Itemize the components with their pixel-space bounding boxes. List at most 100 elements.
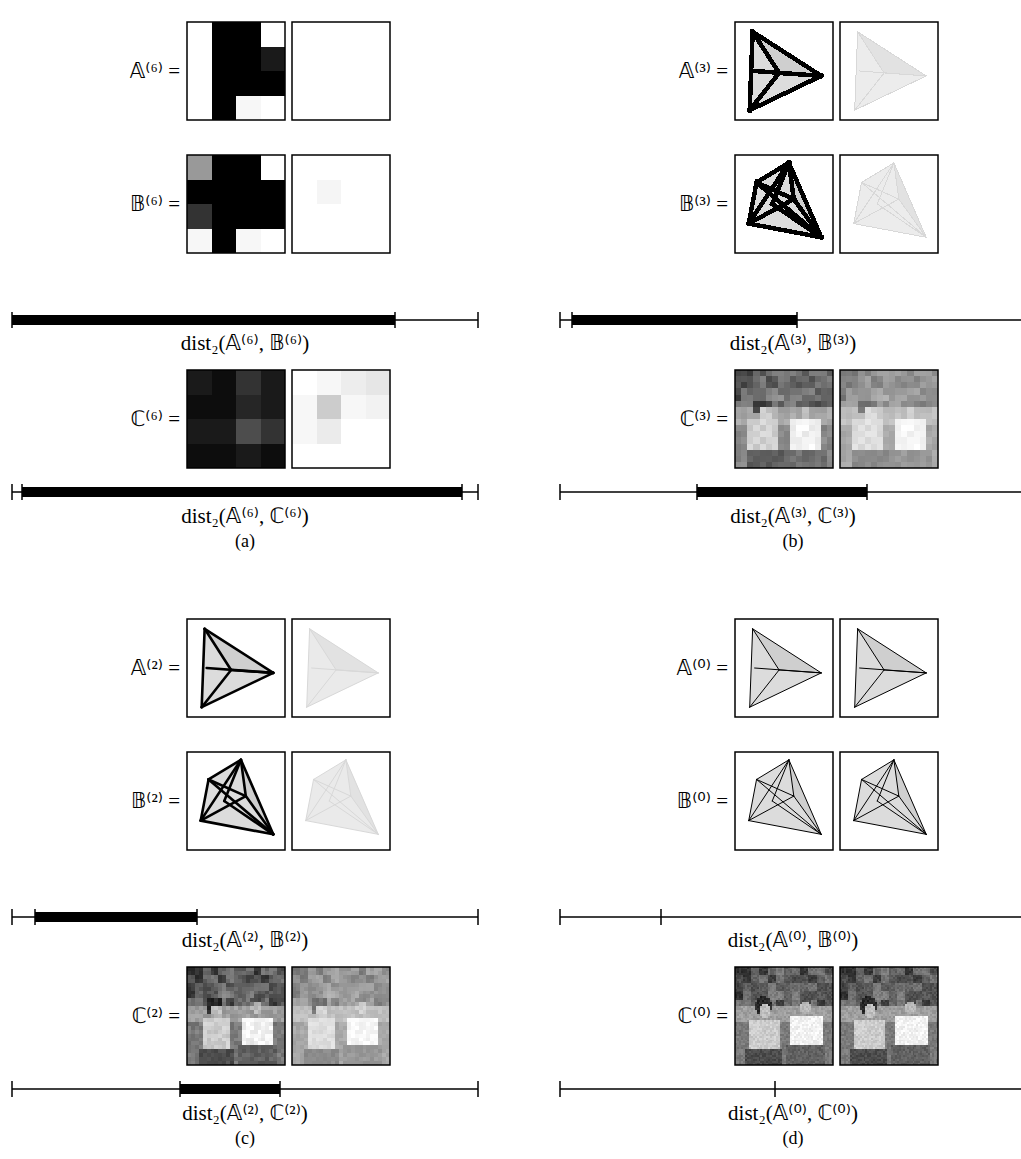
pixel [926, 407, 932, 413]
pixel [308, 1006, 312, 1010]
pixel [254, 987, 258, 991]
pixel [790, 395, 796, 401]
pixel [865, 395, 871, 401]
pixel [840, 388, 846, 394]
pixel [359, 971, 363, 975]
pixel [191, 971, 195, 975]
pixel [821, 370, 827, 376]
pixel [889, 413, 895, 419]
pixel [191, 1010, 195, 1014]
pixel [865, 401, 871, 407]
pixel [187, 155, 212, 180]
pixel [195, 1018, 199, 1022]
pixel [901, 401, 907, 407]
pixel [858, 437, 864, 443]
pixel [355, 998, 359, 1002]
pixel [865, 425, 871, 431]
bar-fill [572, 315, 797, 325]
pixel [258, 1041, 262, 1045]
pixel [865, 388, 871, 394]
pixel [258, 1053, 262, 1057]
pixel [355, 991, 359, 995]
pixel [191, 1014, 195, 1018]
pixel [319, 991, 323, 995]
pixel [374, 1049, 378, 1053]
pixel [316, 979, 320, 983]
pixel [351, 998, 355, 1002]
pixel [214, 1006, 218, 1010]
pixel [920, 419, 926, 425]
pixel [246, 971, 250, 975]
pixel [871, 444, 877, 450]
pixel [889, 376, 895, 382]
pixel [308, 1049, 312, 1053]
pixel [265, 1002, 269, 1006]
pixel [304, 1045, 308, 1049]
pixel [250, 1034, 254, 1038]
pixel [335, 1010, 339, 1014]
pixel [760, 425, 766, 431]
pixel [370, 998, 374, 1002]
pixel [889, 382, 895, 388]
pixel [907, 388, 913, 394]
pixel [308, 1057, 312, 1061]
pixel [218, 1022, 222, 1026]
pixel [920, 444, 926, 450]
pixel [250, 1038, 254, 1042]
pixel [772, 401, 778, 407]
pixel [234, 994, 238, 998]
pixel [351, 979, 355, 983]
pixel [846, 388, 852, 394]
pixel [871, 407, 877, 413]
pixel [211, 1006, 215, 1010]
pixel [920, 370, 926, 376]
pixel [312, 1057, 316, 1061]
pixel [226, 1018, 230, 1022]
pixel [366, 155, 391, 180]
pixel [796, 401, 802, 407]
pixel [778, 437, 784, 443]
pixel [273, 1041, 277, 1045]
pixel [238, 1030, 242, 1034]
pixel [914, 437, 920, 443]
pixel [316, 1026, 320, 1030]
pixel [316, 975, 320, 979]
pixel [871, 450, 877, 456]
pixel [772, 456, 778, 462]
pixel [815, 444, 821, 450]
pixel [292, 22, 317, 47]
pixel [265, 1053, 269, 1057]
pixel [343, 1034, 347, 1038]
pixel [355, 994, 359, 998]
pixel [735, 437, 741, 443]
pixel [877, 388, 883, 394]
pixel [351, 1026, 355, 1030]
pixel [258, 1034, 262, 1038]
pixel [766, 376, 772, 382]
pixel [308, 1022, 312, 1026]
pixel [317, 155, 342, 180]
pixel [858, 395, 864, 401]
pixel [250, 1049, 254, 1053]
pixel [316, 1049, 320, 1053]
pixel [331, 979, 335, 983]
pixel [238, 998, 242, 1002]
pixel [335, 1006, 339, 1010]
pixel [222, 1014, 226, 1018]
pixel [296, 1014, 300, 1018]
pixel [821, 425, 827, 431]
pixel [242, 987, 246, 991]
pixel [258, 971, 262, 975]
pixel [335, 1057, 339, 1061]
pixel [319, 1018, 323, 1022]
pixel [907, 413, 913, 419]
pixel [265, 1049, 269, 1053]
pixel [877, 382, 883, 388]
pixel [821, 376, 827, 382]
pixel [766, 425, 772, 431]
pixel [238, 1006, 242, 1010]
pixel [203, 1006, 207, 1010]
pixel [760, 370, 766, 376]
pixel [234, 1038, 238, 1042]
pixel [355, 1034, 359, 1038]
